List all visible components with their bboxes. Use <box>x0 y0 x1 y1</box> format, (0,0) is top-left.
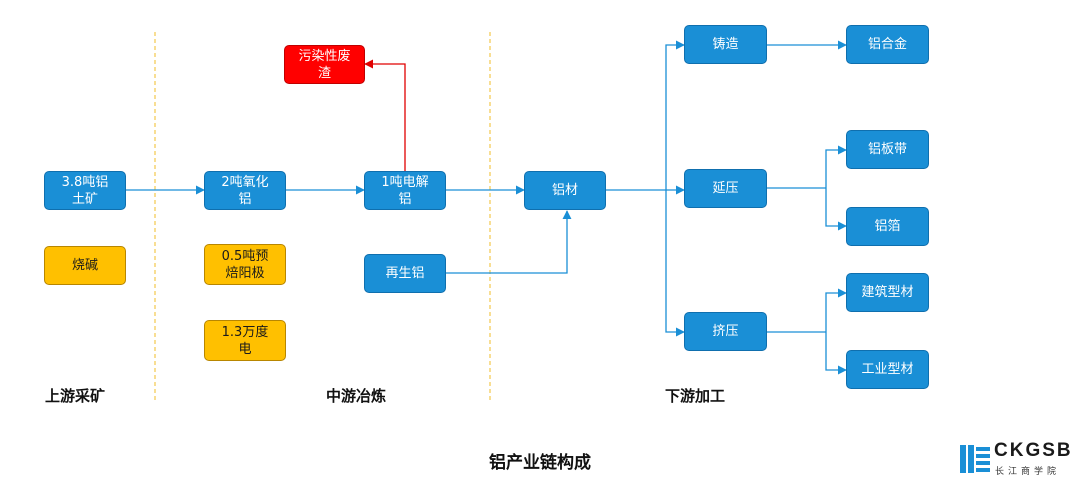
node-aluminum-foil: 铝箔 <box>846 207 929 246</box>
node-aluminum-alloy: 铝合金 <box>846 25 929 64</box>
stage-label-upstream: 上游采矿 <box>45 387 106 405</box>
stage-label-midstream: 中游冶炼 <box>326 387 387 405</box>
arrow-material-to-extrusion <box>665 190 685 337</box>
node-aluminum-material: 铝材 <box>524 171 606 210</box>
arrow-extrusion-to-industrial <box>825 332 847 375</box>
arrow-electrolytic-to-slag <box>364 59 406 171</box>
node-electrolytic-aluminum: 1吨电解 铝 <box>364 171 446 210</box>
node-alumina: 2吨氧化 铝 <box>204 171 286 210</box>
arrow-extrusion-to-building <box>825 288 847 332</box>
node-casting: 铸造 <box>684 25 767 64</box>
node-recycled-aluminum: 再生铝 <box>364 254 446 293</box>
logo-mark-icon <box>960 445 990 473</box>
node-aluminum-sheet: 铝板带 <box>846 130 929 169</box>
node-extrusion: 挤压 <box>684 312 767 351</box>
node-industrial-profile: 工业型材 <box>846 350 929 389</box>
arrow-material-to-casting <box>606 40 685 191</box>
node-prebaked-anode: 0.5吨预 焙阳极 <box>204 244 286 285</box>
arrow-rolling-to-sheet <box>825 145 847 188</box>
arrow-rolling-to-foil <box>825 188 847 231</box>
stage-label-downstream: 下游加工 <box>665 387 726 405</box>
node-electricity: 1.3万度 电 <box>204 320 286 361</box>
node-polluting-slag: 污染性废 渣 <box>284 45 365 84</box>
diagram-caption: 铝产业链构成 <box>489 453 591 473</box>
node-rolling: 延压 <box>684 169 767 208</box>
node-building-profile: 建筑型材 <box>846 273 929 312</box>
ckgsb-logo: CKGSB 长江商学院 <box>960 440 1072 478</box>
node-caustic-soda: 烧碱 <box>44 246 126 285</box>
logo-subtitle: 长江商学院 <box>995 467 1061 477</box>
node-bauxite: 3.8吨铝 土矿 <box>44 171 126 210</box>
arrow-recycled-to-material <box>446 210 572 274</box>
logo-wordmark: CKGSB <box>994 440 1073 461</box>
